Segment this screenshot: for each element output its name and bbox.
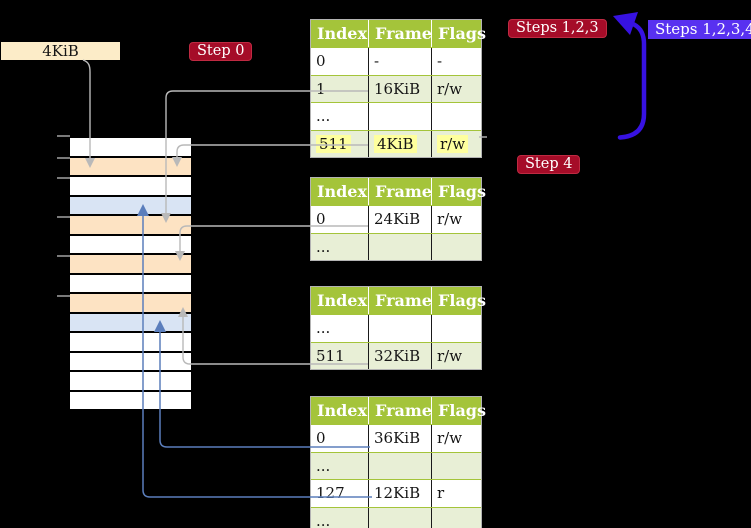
index-cell: 127	[316, 484, 345, 502]
memory-frame-row-orange	[70, 255, 191, 273]
table-row: 0 24KiB r/w	[311, 205, 481, 233]
table-row: ...	[311, 451, 481, 479]
flags-cell	[431, 507, 481, 528]
column-header-index: Index	[317, 401, 368, 420]
flags-cell: r/w	[431, 75, 481, 102]
index-cell: 0	[316, 429, 326, 447]
table-row: ...	[311, 102, 481, 130]
flags-cell	[431, 315, 481, 342]
index-cell: ...	[316, 107, 331, 125]
step-0-badge: Step 0	[189, 42, 253, 61]
flags-cell: r/w	[431, 130, 481, 157]
recursive-loop-arrowhead	[613, 12, 638, 35]
table-row: 0 36KiB r/w	[311, 424, 481, 452]
highlight-mark: 4KiB	[374, 134, 417, 153]
memory-frame-row-white	[70, 391, 191, 409]
frame-cell	[368, 233, 431, 260]
column-header-index: Index	[317, 291, 368, 310]
column-header-frame: Frame	[368, 20, 432, 47]
frame-size-label: 4KiB	[1, 42, 120, 60]
column-header-flags: Flags	[431, 20, 486, 47]
page-table-header-row: Index Frame Flags	[311, 178, 486, 205]
page-table-4: Index Frame Flags 0 36KiB r/w ... 127 12…	[310, 396, 486, 528]
table-row-highlighted: 511 4KiB r/w	[311, 129, 481, 158]
page-table-3: Index Frame Flags ... 511 32KiB r/w	[310, 286, 486, 370]
frame-cell: 4KiB	[368, 130, 431, 157]
memory-frame-row-blue	[70, 196, 191, 214]
table-row: 511 32KiB r/w	[311, 341, 481, 369]
table-row: 1 16KiB r/w	[311, 74, 481, 102]
frame-cell: 24KiB	[368, 206, 431, 233]
memory-frame-row-white	[70, 138, 191, 156]
flags-cell: r/w	[431, 342, 481, 369]
page-table-2: Index Frame Flags 0 24KiB r/w ...	[310, 177, 486, 261]
frame-cell	[368, 103, 431, 130]
memory-frame-row-white	[70, 372, 191, 390]
frame-cell: 36KiB	[368, 425, 431, 452]
memory-tick	[57, 255, 70, 257]
index-cell: 511	[316, 346, 345, 365]
frame-cell	[368, 507, 431, 528]
flags-cell: r/w	[431, 206, 481, 233]
flags-cell	[431, 233, 481, 260]
memory-frame-row-white	[70, 333, 191, 351]
flags-cell: r/w	[431, 425, 481, 452]
frame-cell: 16KiB	[368, 75, 431, 102]
frame-cell: 32KiB	[368, 342, 431, 369]
index-cell: 0	[316, 52, 326, 70]
memory-frame-row-white	[70, 235, 191, 253]
page-table-1: Index Frame Flags 0 - - 1 16KiB r/w ... …	[310, 19, 486, 158]
page-table-header-row: Index Frame Flags	[311, 287, 486, 314]
index-cell: ...	[316, 456, 331, 475]
frame-cell: 12KiB	[368, 480, 431, 507]
flags-cell: -	[431, 48, 481, 75]
steps-123-badge: Steps 1,2,3	[508, 19, 607, 38]
table-row: ...	[311, 232, 481, 260]
frame-cell	[368, 315, 431, 342]
table-row: ...	[311, 506, 481, 528]
memory-frame-row-white	[70, 274, 191, 292]
index-cell: 511	[311, 131, 368, 158]
index-cell: ...	[316, 511, 331, 528]
physical-memory-column	[70, 138, 191, 411]
memory-frame-row-orange	[70, 294, 191, 312]
column-header-flags: Flags	[431, 178, 486, 205]
flags-cell	[431, 452, 481, 479]
steps-1234-badge: Steps 1,2,3,4	[648, 20, 751, 39]
column-header-flags: Flags	[431, 397, 486, 424]
page-table-header-row: Index Frame Flags	[311, 20, 486, 47]
column-header-index: Index	[317, 182, 368, 201]
memory-tick	[57, 157, 70, 159]
column-header-flags: Flags	[431, 287, 486, 314]
memory-frame-row-orange	[70, 216, 191, 234]
table-row: 0 - -	[311, 47, 481, 75]
index-cell: 1	[316, 79, 326, 98]
memory-tick	[57, 295, 70, 297]
memory-tick	[57, 135, 70, 137]
column-header-index: Index	[317, 24, 368, 43]
memory-frame-row-white	[70, 352, 191, 370]
step-4-badge: Step 4	[517, 155, 581, 174]
table-row: 127 12KiB r	[311, 479, 481, 507]
index-cell: 0	[316, 210, 326, 228]
memory-frame-row-blue	[70, 313, 191, 331]
page-table-header-row: Index Frame Flags	[311, 397, 486, 424]
flags-cell: r	[431, 480, 481, 507]
highlight-mark: r/w	[437, 134, 469, 153]
memory-frame-row-white	[70, 177, 191, 195]
table-row: ...	[311, 314, 481, 342]
column-header-frame: Frame	[368, 287, 432, 314]
frame-cell: -	[368, 48, 431, 75]
index-cell: ...	[316, 237, 331, 256]
highlight-mark: 511	[316, 134, 351, 153]
memory-frame-row-orange	[70, 157, 191, 175]
frame-cell	[368, 452, 431, 479]
memory-tick	[57, 177, 70, 179]
index-cell: ...	[316, 319, 331, 337]
recursive-loop-arrow-shaft	[617, 21, 647, 140]
column-header-frame: Frame	[368, 178, 432, 205]
memory-tick	[57, 216, 70, 218]
flags-cell	[431, 103, 481, 130]
column-header-frame: Frame	[368, 397, 432, 424]
